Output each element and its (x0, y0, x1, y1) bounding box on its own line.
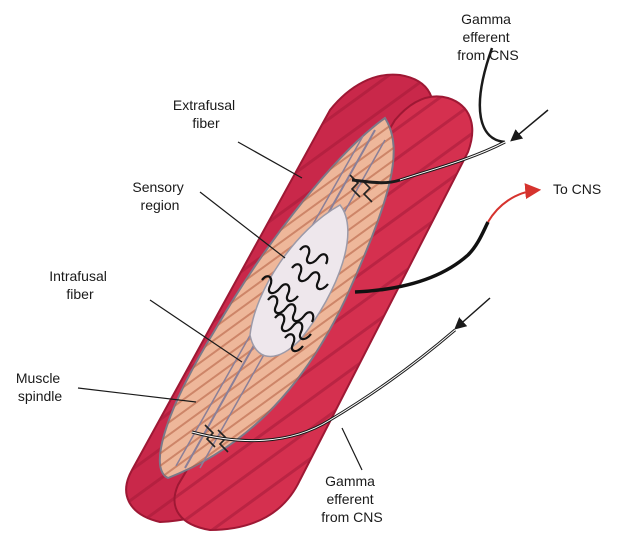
label-intrafusal: Intrafusal fiber (49, 268, 110, 302)
leader-gamma-bottom (342, 428, 362, 470)
label-extrafusal: Extrafusal fiber (173, 97, 239, 131)
label-gamma-bottom: Gamma efferent from CNS (321, 473, 382, 525)
label-spindle: Muscle spindle (16, 370, 64, 404)
afferent-to-cns (488, 190, 538, 222)
arrow-top (512, 110, 548, 140)
arrow-bottom (456, 298, 490, 328)
leader-extrafusal (238, 142, 302, 178)
label-sensory: Sensory region (132, 179, 187, 213)
label-to-cns: To CNS (553, 181, 601, 197)
label-gamma-top: Gamma efferent from CNS (457, 11, 518, 63)
